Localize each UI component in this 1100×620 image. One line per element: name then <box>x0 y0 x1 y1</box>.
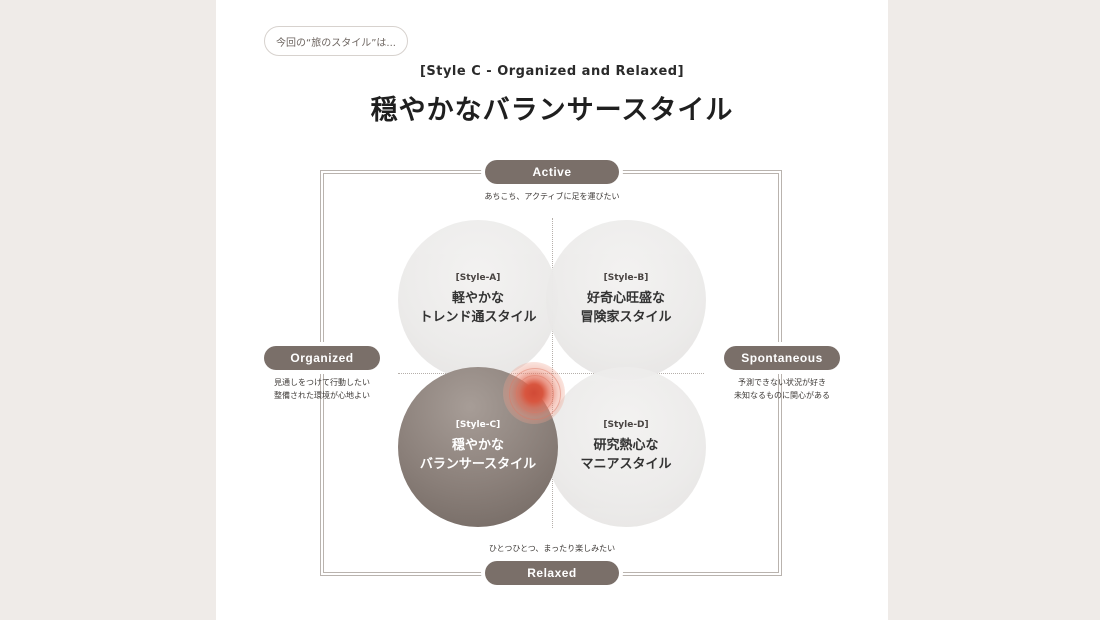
axis-desc-relaxed: ひとつひとつ、まったり楽しみたい <box>488 544 616 553</box>
quadrant-style-a: [Style-A] 軽やかな トレンド通スタイル <box>398 220 558 380</box>
axis-desc-organized: 見通しをつけて行動したい 整備された環境が心地よい <box>274 378 370 400</box>
result-style-code: [Style C - Organized and Relaxed] <box>419 64 685 79</box>
quadrant-code: [Style-D] <box>603 420 649 430</box>
quadrant-code: [Style-B] <box>603 273 649 283</box>
axis-pill-active: Active <box>485 160 619 184</box>
axis-desc-active: あちこち、アクティブに足を運びたい <box>484 192 620 201</box>
axis-desc-spontaneous: 予測できない状況が好き 未知なるものに関心がある <box>734 378 830 400</box>
quadrant-name-line-1: 好奇心旺盛な <box>586 291 665 306</box>
quadrant-name-line-2: マニアスタイル <box>580 457 672 472</box>
result-card: 今回の“旅のスタイル”は... [Style C - Organized and… <box>216 0 888 620</box>
quadrant-name-line-1: 軽やかな <box>451 291 504 306</box>
quadrant-code: [Style-C] <box>455 420 501 430</box>
quadrant-name-line-2: 冒険家スタイル <box>580 310 672 325</box>
quadrant-name-line-2: バランサースタイル <box>419 457 537 472</box>
quadrant-code: [Style-A] <box>455 273 501 283</box>
axis-pill-spontaneous: Spontaneous <box>724 346 840 370</box>
axis-pill-organized: Organized <box>264 346 380 370</box>
quadrant-name-line-2: トレンド通スタイル <box>419 310 537 325</box>
quadrant-style-d: [Style-D] 研究熱心な マニアスタイル <box>546 367 706 527</box>
axis-pill-relaxed: Relaxed <box>485 561 619 585</box>
intro-pill: 今回の“旅のスタイル”は... <box>264 26 408 56</box>
quadrant-name-line-1: 研究熱心な <box>593 438 659 453</box>
quadrant-style-b: [Style-B] 好奇心旺盛な 冒険家スタイル <box>546 220 706 380</box>
quadrant-name-line-1: 穏やかな <box>451 438 504 453</box>
result-title: 穏やかなバランサースタイル <box>370 95 734 126</box>
